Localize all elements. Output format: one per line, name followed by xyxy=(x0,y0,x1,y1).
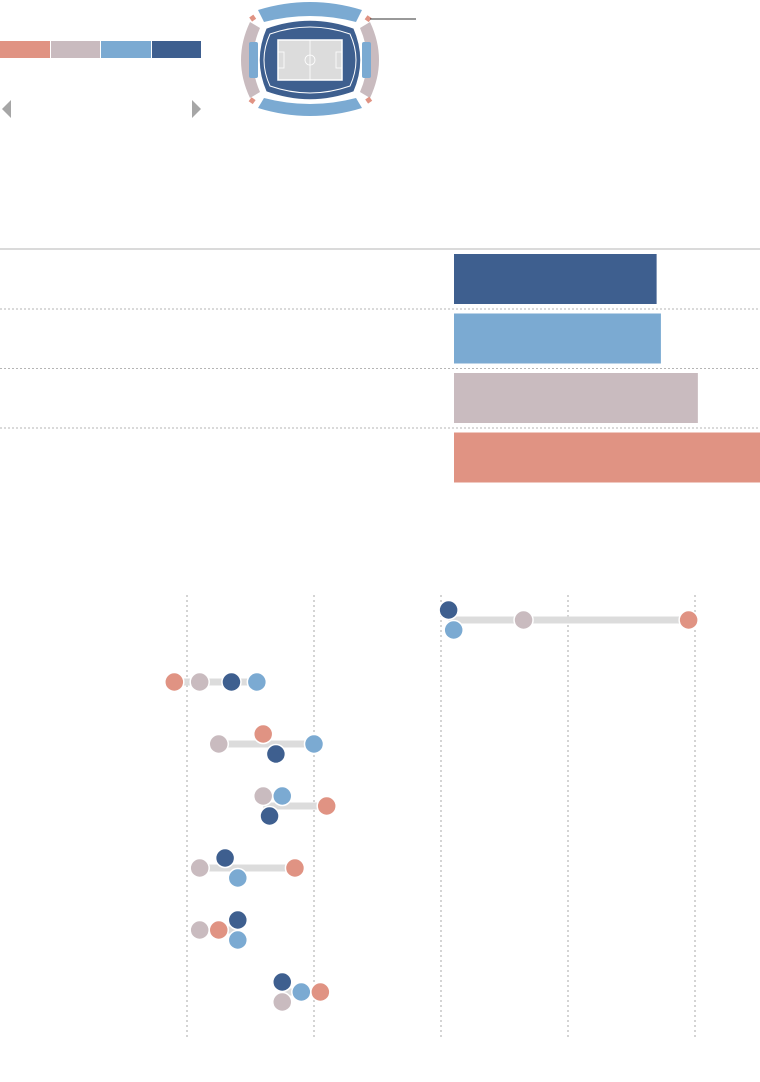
bar-navy[interactable] xyxy=(454,254,657,304)
bar-chart xyxy=(0,248,760,483)
legend-swatch-mauve xyxy=(50,41,100,58)
triangle-left-icon[interactable] xyxy=(2,100,11,118)
triangle-right-icon[interactable] xyxy=(192,100,201,118)
stadium-map xyxy=(241,2,416,116)
dot-salmon[interactable] xyxy=(284,857,306,879)
dot-mauve[interactable] xyxy=(189,857,210,879)
sideline-stand-right[interactable] xyxy=(362,42,371,78)
range-connector xyxy=(448,616,689,624)
dot-lightblue[interactable] xyxy=(227,867,249,889)
dot-navy[interactable] xyxy=(227,909,249,931)
range-connector xyxy=(263,802,327,810)
dot-mauve[interactable] xyxy=(272,991,293,1013)
dot-salmon[interactable] xyxy=(164,671,185,693)
dot-salmon[interactable] xyxy=(678,609,699,631)
dot-lightblue[interactable] xyxy=(272,785,293,807)
dot-mauve[interactable] xyxy=(513,609,534,631)
dot-lightblue[interactable] xyxy=(227,929,249,951)
range-connector xyxy=(199,864,295,872)
bar-lightblue[interactable] xyxy=(454,313,661,364)
range-connector xyxy=(174,678,257,686)
dot-navy[interactable] xyxy=(265,743,287,765)
end-stand-top[interactable] xyxy=(258,2,362,22)
dot-plot xyxy=(164,595,699,1038)
dot-salmon[interactable] xyxy=(208,919,229,941)
corner-section-bottom-right[interactable] xyxy=(365,96,373,104)
range-connector xyxy=(218,740,314,748)
dot-navy[interactable] xyxy=(438,599,459,621)
dot-navy[interactable] xyxy=(272,971,293,993)
legend-swatch-salmon xyxy=(0,41,50,58)
color-legend xyxy=(0,41,201,58)
dot-lightblue[interactable] xyxy=(246,671,268,693)
dot-salmon[interactable] xyxy=(316,795,337,817)
legend-swatch-lightblue xyxy=(101,41,151,58)
dot-mauve[interactable] xyxy=(189,919,210,941)
bar-mauve[interactable] xyxy=(454,373,698,423)
corner-section-top-left[interactable] xyxy=(249,14,257,22)
dot-mauve[interactable] xyxy=(208,733,229,755)
dot-lightblue[interactable] xyxy=(443,619,464,641)
dot-navy[interactable] xyxy=(214,847,236,869)
corner-section-bottom-left[interactable] xyxy=(248,97,256,105)
dot-navy[interactable] xyxy=(259,805,280,827)
dot-lightblue[interactable] xyxy=(291,981,312,1003)
bar-salmon[interactable] xyxy=(454,432,760,483)
dot-salmon[interactable] xyxy=(252,723,274,745)
corner-section-top-right[interactable] xyxy=(364,15,372,23)
sideline-stand-left[interactable] xyxy=(249,42,258,78)
dot-lightblue[interactable] xyxy=(303,733,325,755)
dot-navy[interactable] xyxy=(221,671,242,693)
dot-mauve[interactable] xyxy=(189,671,210,693)
dot-mauve[interactable] xyxy=(252,785,274,807)
end-stand-bottom[interactable] xyxy=(258,98,362,116)
legend-swatch-navy xyxy=(151,41,201,58)
dot-salmon[interactable] xyxy=(310,981,331,1003)
